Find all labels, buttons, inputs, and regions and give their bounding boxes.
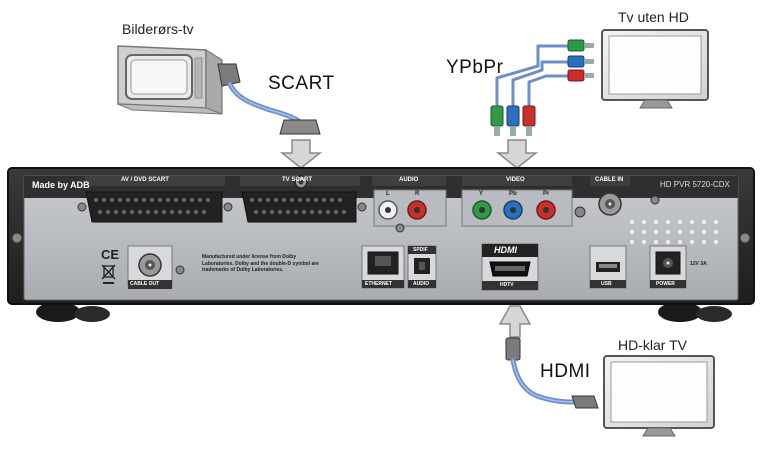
ypbpr-label: YPbPr <box>446 57 504 78</box>
ce-mark: CE <box>101 247 120 262</box>
hdmi-cable <box>505 337 599 409</box>
ethernet-port <box>361 245 405 289</box>
cable-in-label: CABLE IN <box>595 177 624 183</box>
audio-r-label: R <box>415 191 420 197</box>
brand-label: Made by ADB <box>32 180 90 190</box>
tv-no-hd-label: Tv uten HD <box>618 9 689 25</box>
hdtv-label: HDTV <box>500 282 514 288</box>
crt-tv-label: Bilderørs-tv <box>122 21 194 37</box>
cable-in-port <box>590 176 660 216</box>
hd-tv-label: HD-klar TV <box>618 337 687 353</box>
power-port <box>649 245 687 289</box>
crt-tv-icon <box>117 45 223 115</box>
video-label: VIDEO <box>506 177 525 183</box>
audio-l-label: L <box>386 191 390 197</box>
tv-scart-port <box>240 175 367 223</box>
usb-port <box>589 245 627 289</box>
spdif-label: SPDIF <box>413 247 428 253</box>
scart-plug-box-icon <box>279 119 321 135</box>
av-dvd-scart-label: AV / DVD SCART <box>121 177 169 183</box>
video-pb-label: Pb <box>509 191 517 197</box>
scart-arrow-icon <box>279 139 323 169</box>
flat-tv-no-hd-icon <box>601 29 709 109</box>
power-label: POWER <box>656 281 675 287</box>
weee-bin-icon <box>101 264 116 284</box>
usb-label: USB <box>601 281 612 287</box>
hdmi-arrow-icon <box>498 305 532 338</box>
cable-out-port <box>127 245 185 289</box>
hdmi-port <box>481 243 539 291</box>
audio-rca-ports <box>372 176 447 233</box>
model-label: HD PVR 5720-CDX <box>660 180 730 189</box>
hdmi-label: HDMI <box>540 361 591 382</box>
hdmi-logo: HDMI <box>494 245 517 255</box>
cable-out-label: CABLE OUT <box>130 281 160 287</box>
ethernet-label: ETHERNET <box>365 281 392 287</box>
video-arrow-icon <box>495 139 539 169</box>
spdif-port <box>407 245 437 289</box>
tv-scart-label: TV SCART <box>282 177 312 183</box>
spdif-audio-label: AUDIO <box>413 281 430 287</box>
audio-label: AUDIO <box>399 177 419 183</box>
flat-tv-hd-ready-icon <box>603 355 715 437</box>
power-rating-label: 12V 3A <box>690 261 707 267</box>
scart-label: SCART <box>268 73 335 94</box>
component-cable <box>490 39 594 136</box>
ventilation-grid <box>630 220 718 244</box>
scart-plug-icon <box>217 63 241 87</box>
av-dvd-scart-port <box>77 176 233 223</box>
video-pr-label: Pr <box>543 191 550 197</box>
video-y-label: Y <box>479 191 484 197</box>
video-component-ports <box>461 176 586 227</box>
dolby-license-text: Manufactured under license from Dolby La… <box>202 254 319 273</box>
